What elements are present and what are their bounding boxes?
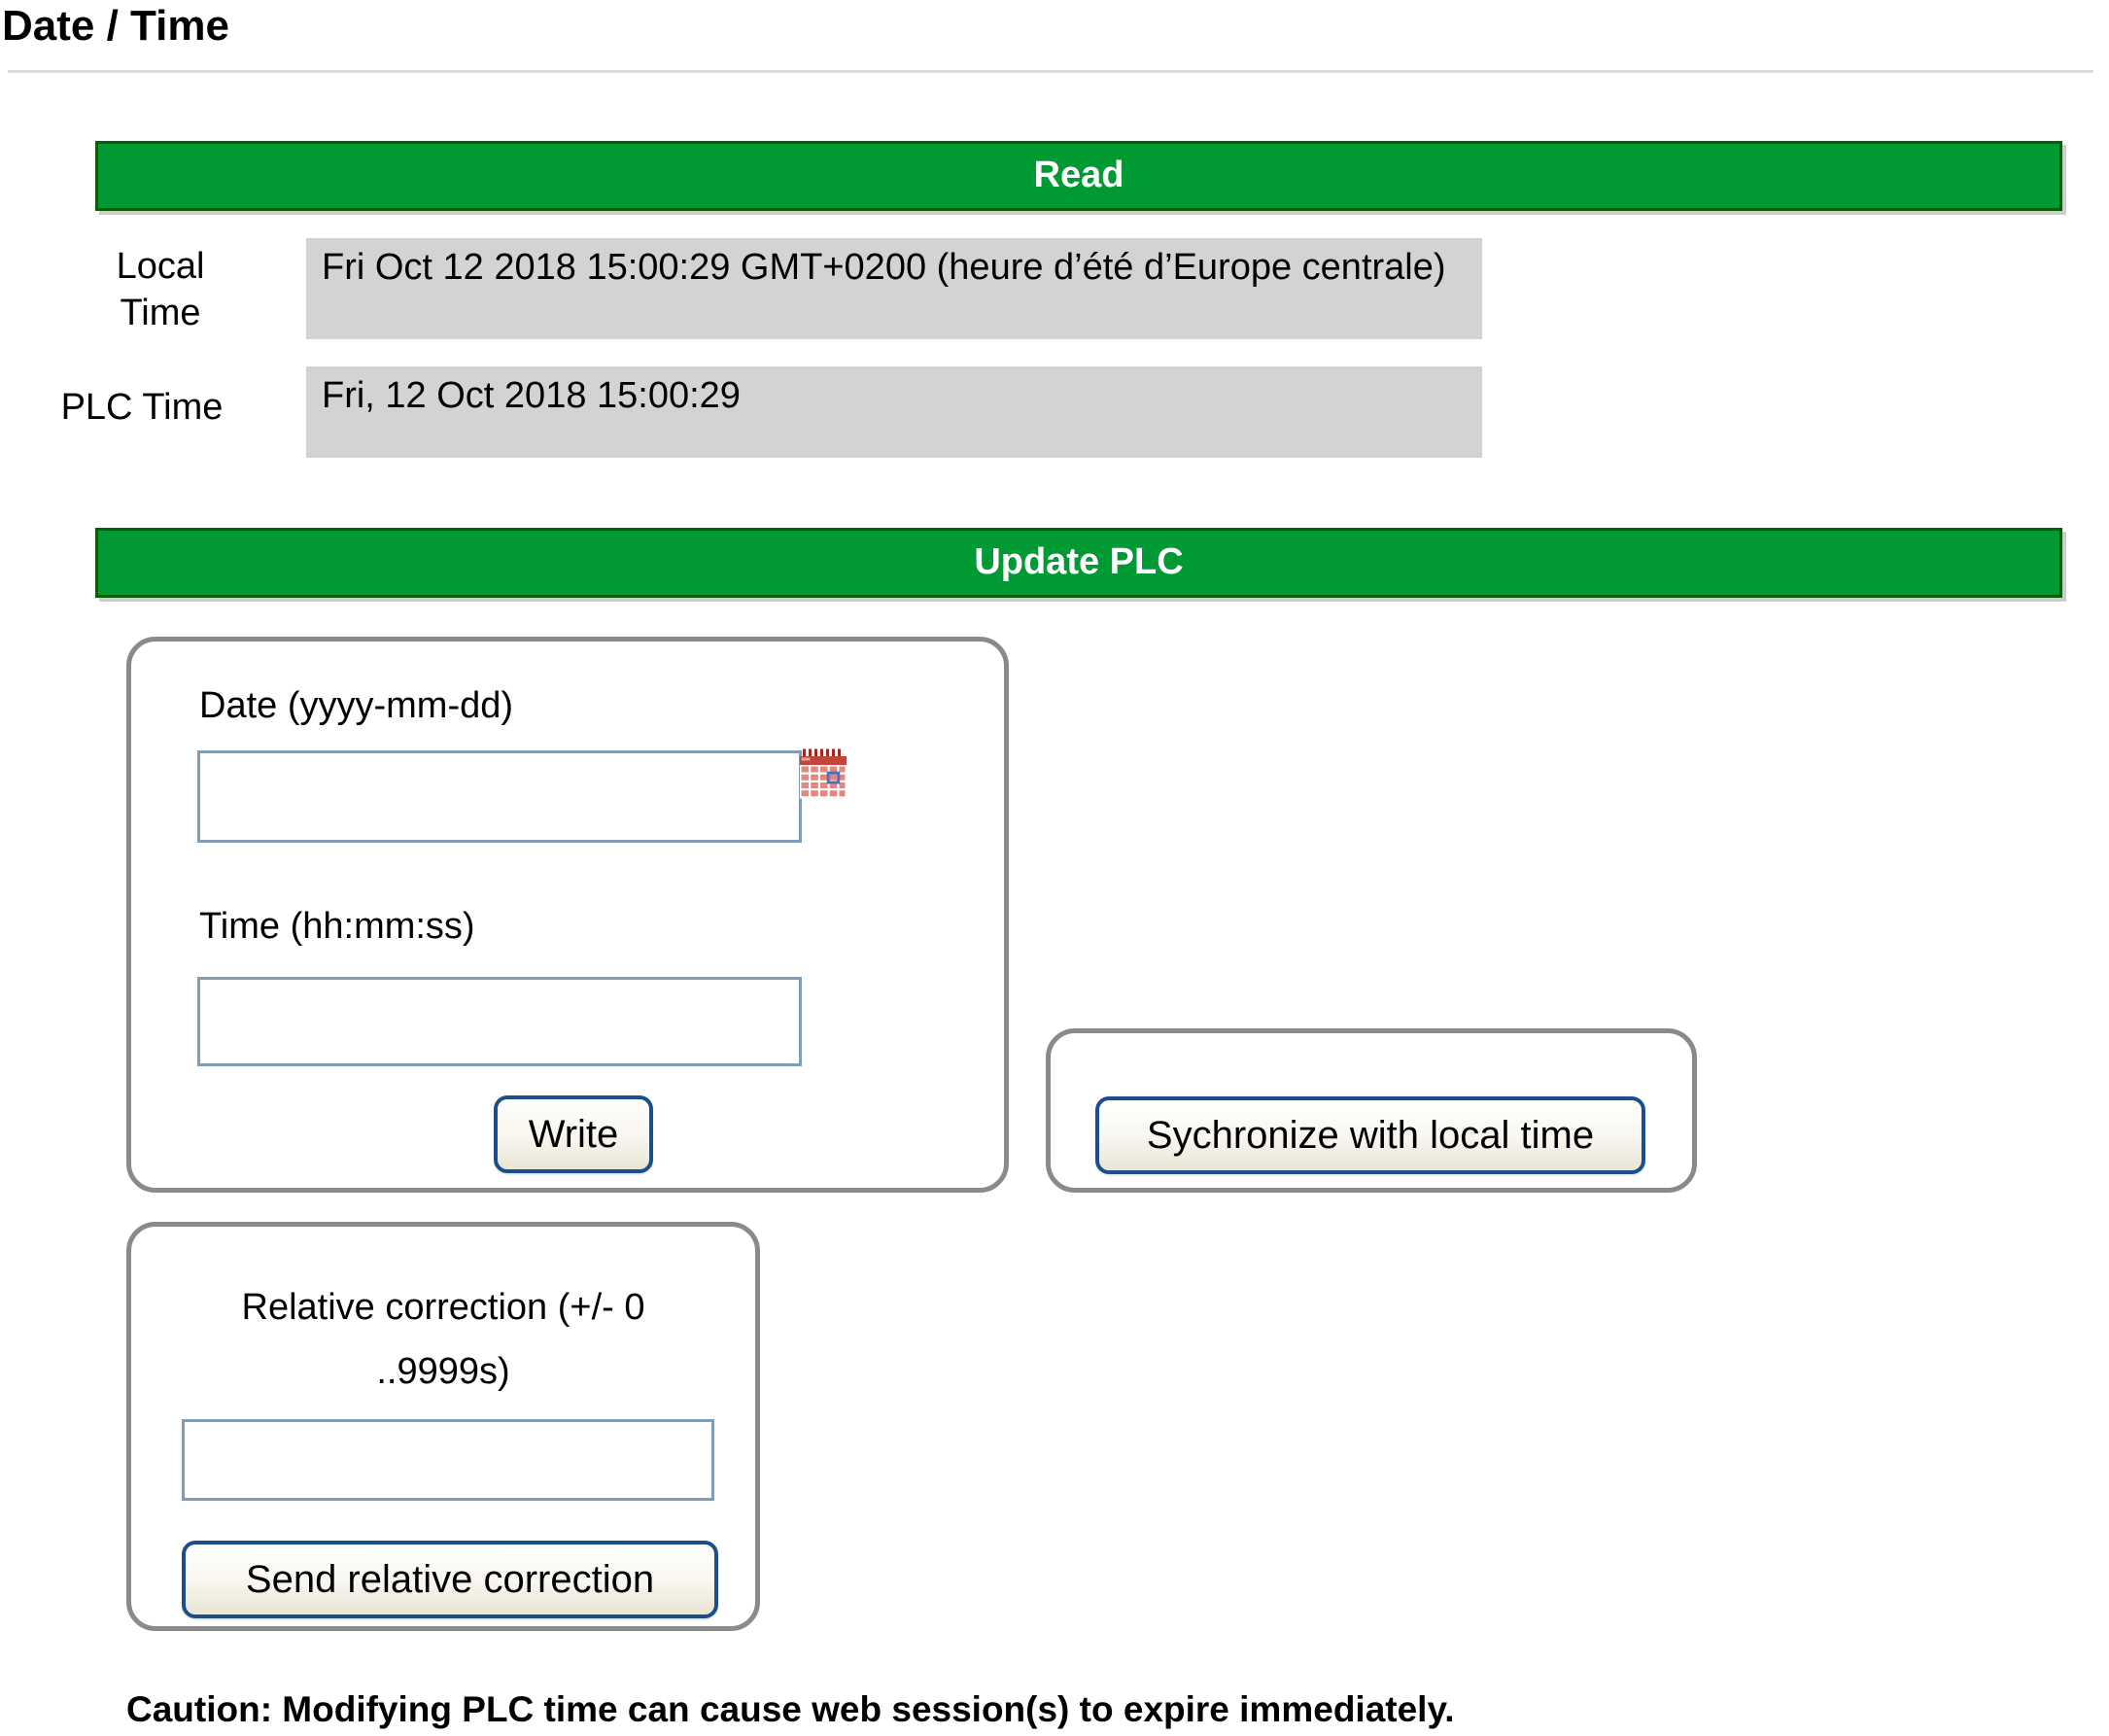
relative-correction-label-line1: Relative correction (+/- 0 (241, 1287, 645, 1328)
relative-correction-label: Relative correction (+/- 0 ..9999s) (131, 1275, 755, 1404)
plc-time-label: PLC Time (60, 387, 224, 428)
relative-correction-panel: Relative correction (+/- 0 ..9999s) Send… (126, 1222, 760, 1631)
synchronize-panel: Sychronize with local time (1046, 1028, 1697, 1193)
page-title: Date / Time (2, 2, 229, 50)
caution-text: Caution: Modifying PLC time can cause we… (126, 1689, 1455, 1729)
time-field-label: Time (hh:mm:ss) (199, 906, 475, 947)
relative-correction-input[interactable] (182, 1419, 714, 1501)
datetime-write-panel: Date (yyyy-mm-dd) (126, 637, 1009, 1193)
time-input[interactable] (197, 977, 802, 1066)
plc-time-value: Fri, 12 Oct 2018 15:00:29 (306, 366, 1482, 458)
synchronize-button[interactable]: Sychronize with local time (1095, 1096, 1645, 1174)
read-section-banner: Read (95, 141, 2062, 211)
relative-correction-label-line2: ..9999s) (376, 1351, 510, 1392)
title-divider (8, 70, 2093, 73)
local-time-label: Local Time (116, 246, 205, 333)
date-input[interactable] (197, 750, 802, 843)
date-field-label: Date (yyyy-mm-dd) (199, 685, 514, 726)
send-relative-correction-button[interactable]: Send relative correction (182, 1541, 718, 1618)
write-button[interactable]: Write (494, 1095, 653, 1173)
calendar-icon[interactable] (800, 748, 847, 799)
update-plc-banner: Update PLC (95, 528, 2062, 598)
local-time-value: Fri Oct 12 2018 15:00:29 GMT+0200 (heure… (306, 238, 1482, 339)
